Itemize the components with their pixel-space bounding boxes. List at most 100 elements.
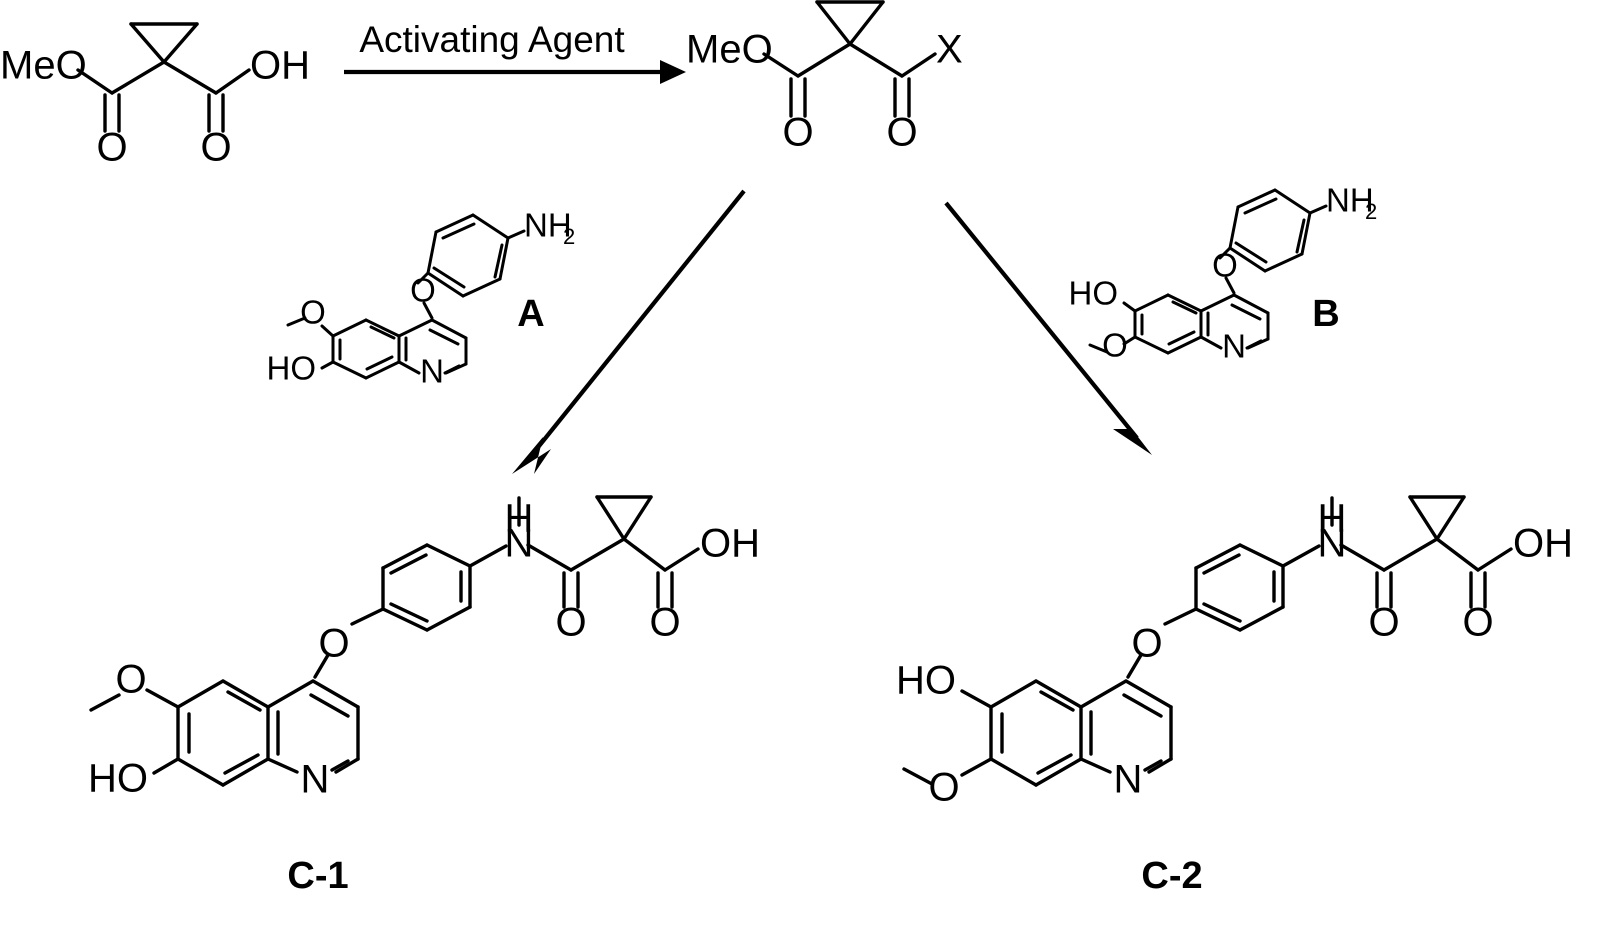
a-benzo-inner-c8-c8a xyxy=(365,355,394,371)
c1-acid-oxo-label: O xyxy=(649,601,680,645)
a-phenyl-inner-2 xyxy=(493,243,504,279)
branch-arrow-to-c1 xyxy=(512,189,746,474)
a-phenyl-bond-4 xyxy=(498,236,510,281)
b-phenyl-bond-5 xyxy=(1263,252,1304,273)
c2-bond-methoxy-o-to-ch3 xyxy=(902,767,934,786)
c1-acid-oh-label: OH xyxy=(700,522,760,566)
c2-quinoline-inner-c4-c3 xyxy=(1122,693,1163,718)
b-phenyl-inner-3 xyxy=(1234,241,1268,264)
b-hydroxy-label: HO xyxy=(1069,275,1119,312)
reagent-a-tag: A xyxy=(517,293,544,335)
c2-bond-amide-c-to-n xyxy=(1339,543,1386,572)
b-benzo-inner-c5-c4a xyxy=(1171,300,1198,315)
c2-phenylene-bond-5 xyxy=(1194,543,1242,570)
c2-quinoline-inner-c2-n1 xyxy=(1143,759,1163,772)
c2-benzo-bond-c5-c6 xyxy=(989,679,1038,709)
b-benzo-bond-c4a-c5 xyxy=(1166,293,1203,313)
c1-benzo-bond-c5-c6 xyxy=(176,679,225,709)
c2-ring-nitrogen-label: N xyxy=(1114,758,1143,802)
c1-benzo-bond-c7-c8 xyxy=(176,757,225,787)
b-phenyl-bond-4 xyxy=(1300,211,1312,256)
intermediate-structure: MeO X O O xyxy=(686,0,963,155)
int-leaving-group-label: X xyxy=(936,28,963,72)
c1-bond-acid-c-to-oh xyxy=(663,547,700,572)
c2-bond-ether-o-to-quinoline xyxy=(1126,653,1143,679)
c2-bond-aryl-to-ether-o xyxy=(1163,607,1198,626)
c2-benzo-inner-c8-c8a xyxy=(1036,753,1073,775)
b-phenyl-inner-2 xyxy=(1295,218,1306,254)
int-bond-cq-to-acyl-carbonyl xyxy=(848,42,904,78)
a-phenyl-inner-1 xyxy=(441,222,476,240)
a-quinoline-bond-n1-c8a xyxy=(397,360,421,375)
c1-ether-oxygen-label: O xyxy=(318,622,349,666)
a-quinoline-inner-c4-c3 xyxy=(428,328,460,346)
c2-ether-oxygen-label: O xyxy=(1131,622,1162,666)
c2-phenylene-bond-2 xyxy=(1238,605,1285,632)
c2-amide-n-label: N xyxy=(1318,522,1347,566)
a-benzo-bond-c5-c6 xyxy=(331,318,368,338)
c1-bond-cq-to-amide-carbonyl xyxy=(569,537,626,572)
int-cyclopropane-bond-right xyxy=(848,0,885,46)
int-bond-ester-c-to-meo xyxy=(762,52,800,78)
c1-cyclopropane-bond-right xyxy=(622,495,653,541)
c1-hydroxy-label: HO xyxy=(88,757,148,801)
c1-quinoline-inner-c4-c3 xyxy=(309,693,350,718)
c2-bond-acid-c-to-oh xyxy=(1476,547,1513,572)
c1-cyclopropane-bond-left xyxy=(595,495,626,541)
product-c2-structure: H N O O OH O HO O N C-2 xyxy=(896,495,1573,897)
a-phenyl-inner-3 xyxy=(432,266,466,289)
b-quinoline-inner-c4-c3 xyxy=(1230,303,1262,321)
b-phenyl-bond-6 xyxy=(1228,246,1267,273)
int-acyl-oxo-label: O xyxy=(886,111,917,155)
c2-acid-oxo-label: O xyxy=(1462,601,1493,645)
a-bond-c6-to-methoxy-o xyxy=(320,324,335,338)
reagent-b-structure: NH 2 O HO O N B xyxy=(1069,182,1378,365)
c1-bond-ether-o-to-quinoline xyxy=(313,653,330,679)
c1-benzo-inner-c5-c4a xyxy=(226,690,262,712)
b-bond-ether-o-to-quinoline xyxy=(1224,276,1236,295)
int-bond-cq-to-ester-carbonyl xyxy=(796,42,852,78)
a-amine-sub-label: 2 xyxy=(563,224,575,249)
c2-cyclopropane-bond-right xyxy=(1435,495,1466,541)
c1-amide-n-label: N xyxy=(505,522,534,566)
b-bond-phenyl-to-nh2 xyxy=(1308,204,1328,215)
a-quinoline-bond-c4-c3 xyxy=(430,318,468,340)
c2-amide-oxo-label: O xyxy=(1368,601,1399,645)
product-c1-tag: C-1 xyxy=(287,855,348,897)
b-methoxy-oxygen-label: O xyxy=(1102,327,1128,364)
c2-bond-c7-to-methoxy-o xyxy=(960,757,993,777)
b-quinoline-bond-c4-c3 xyxy=(1232,293,1270,315)
a-methoxy-oxygen-label: O xyxy=(300,294,326,331)
c1-benzo-bond-c4a-c5 xyxy=(221,679,270,709)
a-phenyl-bond-6 xyxy=(426,271,465,298)
b-bond-phenyl-to-ether-o xyxy=(1218,246,1232,260)
c1-amide-h-label: H xyxy=(505,497,534,541)
c1-phenylene-bond-5 xyxy=(381,543,429,570)
b-benzo-inner-c8-c8a xyxy=(1167,330,1196,346)
b-bond-c6-to-hydroxy xyxy=(1122,301,1137,313)
a-bond-phenyl-to-nh2 xyxy=(506,229,526,240)
product-c1-structure: H N O O OH O O HO N C-1 xyxy=(88,495,760,897)
a-hydroxy-label: HO xyxy=(267,350,317,387)
c2-phenylene-inner-3 xyxy=(1202,553,1241,575)
c2-quinoline-bond-n1-c8a xyxy=(1079,757,1112,774)
activation-reaction-arrow: Activating Agent xyxy=(344,19,686,84)
c2-bond-cq-to-acid-carbonyl xyxy=(1435,537,1480,572)
c1-benzo-inner-c8-c8a xyxy=(223,753,260,775)
reagent-b-tag: B xyxy=(1312,293,1339,335)
product-c2-tag: C-2 xyxy=(1141,855,1202,897)
b-bond-c7-to-methoxy-o xyxy=(1122,335,1137,346)
c2-quinoline-bond-c4a-c4 xyxy=(1079,679,1128,709)
a-benzo-bond-c4a-c5 xyxy=(364,318,401,338)
b-bond-methoxy-o-to-ch3 xyxy=(1088,343,1109,354)
a-bond-phenyl-to-ether-o xyxy=(416,271,430,285)
a-phenyl-bond-3 xyxy=(471,213,510,240)
c2-amide-h-label: H xyxy=(1318,497,1347,541)
a-phenyl-bond-2 xyxy=(434,213,475,234)
c1-phenylene-bond-6 xyxy=(425,543,472,568)
c2-benzo-bond-c8-c8a xyxy=(1034,757,1083,787)
c1-bond-methoxy-o-to-ch3 xyxy=(89,693,121,712)
branch-arrow-left-shaft xyxy=(525,189,746,463)
sm-hydroxyl-label: OH xyxy=(250,44,310,88)
c1-quinoline-bond-n1-c8a xyxy=(266,757,299,774)
